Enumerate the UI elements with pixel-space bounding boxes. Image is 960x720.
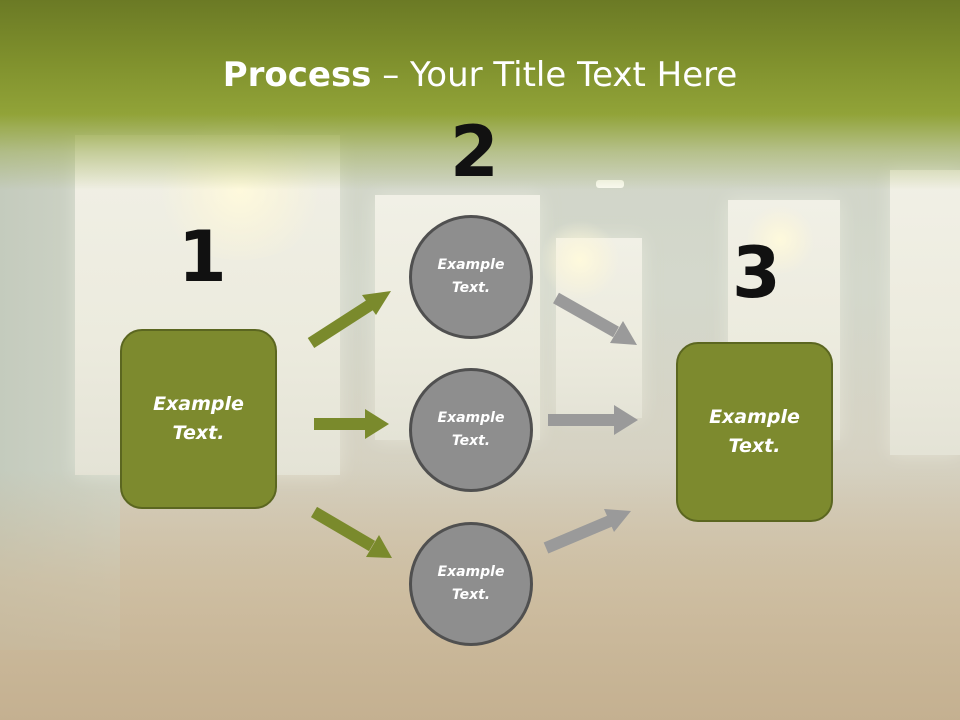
arrow-left-to-middle bbox=[314, 409, 389, 439]
arrow-left-to-bottom bbox=[310, 506, 392, 558]
process-circle-text: Example Text. bbox=[437, 257, 505, 296]
process-box-left-text: Example Text. bbox=[153, 393, 244, 444]
process-circle-text: Example Text. bbox=[437, 410, 505, 449]
process-circle-bottom: Example Text. bbox=[409, 522, 533, 646]
title-bold: Process bbox=[222, 55, 372, 95]
process-box-left: Example Text. bbox=[120, 329, 277, 509]
step-number-1: 1 bbox=[178, 216, 227, 298]
process-circle-text: Example Text. bbox=[437, 564, 505, 603]
arrow-top-to-right bbox=[553, 292, 637, 345]
arrow-bottom-to-right bbox=[543, 509, 631, 554]
title-rest: – Your Title Text Here bbox=[371, 55, 738, 95]
process-box-right: Example Text. bbox=[676, 342, 833, 522]
process-circle-middle: Example Text. bbox=[409, 368, 533, 492]
background-panel-far-right bbox=[890, 170, 960, 455]
page-title: Process – Your Title Text Here bbox=[0, 54, 960, 96]
process-circle-top: Example Text. bbox=[409, 215, 533, 339]
process-box-right-text: Example Text. bbox=[709, 406, 800, 457]
arrow-middle-to-right bbox=[548, 405, 638, 435]
arrow-left-to-top bbox=[307, 291, 391, 349]
step-number-2: 2 bbox=[450, 111, 499, 193]
step-number-3: 3 bbox=[732, 232, 781, 314]
header-band bbox=[0, 0, 960, 190]
spotlight-glow bbox=[540, 220, 620, 300]
spotlight-glow bbox=[745, 205, 815, 275]
